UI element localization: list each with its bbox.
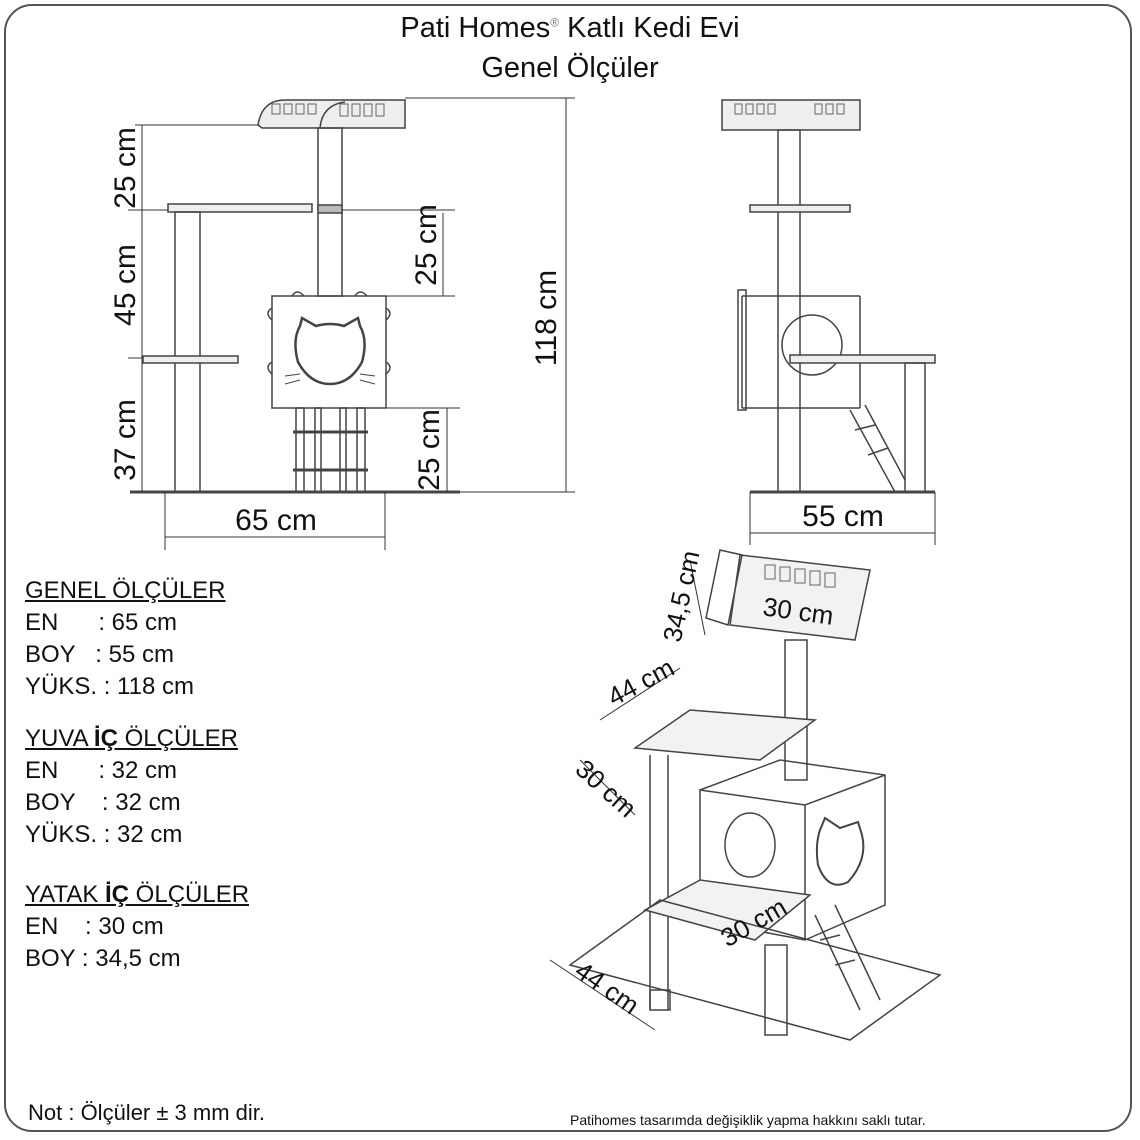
general-height: YÜKS. : 118 cm [25, 673, 194, 700]
isometric-view [549, 549, 942, 1041]
nest-width: EN : 32 cm [25, 757, 178, 784]
dim-house-top-label: 25 cm [410, 204, 443, 286]
dim-middle-label: 45 cm [109, 244, 142, 326]
general-depth: BOY : 55 cm [25, 641, 174, 668]
bed-width: EN : 30 cm [25, 913, 164, 940]
general-width: EN : 65 cm [25, 609, 178, 636]
bed-heading: YATAK İÇ ÖLÇÜLER [25, 879, 249, 911]
nest-heading: YUVA İÇ ÖLÇÜLER [25, 723, 249, 755]
registered-mark: ® [550, 15, 560, 30]
disclaimer: Patihomes tasarımda değişiklik yapma hak… [570, 1112, 926, 1128]
diagram-frame [4, 4, 1132, 1132]
dim-top-label: 25 cm [109, 127, 142, 209]
nest-heading-post: ÖLÇÜLER [117, 725, 238, 752]
tolerance-note: Not : Ölçüler ± 3 mm dir. [28, 1100, 266, 1125]
dim-house-bottom-label: 25 cm [413, 409, 446, 491]
nest-depth: BOY : 32 cm [25, 789, 181, 816]
side-width-label: 55 cm [802, 500, 884, 533]
iso-bed-depth-label: 34,5 cm [657, 548, 706, 645]
bed-depth: BOY : 34,5 cm [25, 945, 181, 972]
title-line-2: Genel Ölçüler [481, 52, 659, 84]
bed-heading-pre: YATAK [25, 881, 106, 908]
specs-panel: GENEL ÖLÇÜLER EN : 65 cm BOY : 55 cm YÜK… [25, 575, 249, 975]
product-name: Katlı Kedi Evi [567, 12, 740, 44]
general-heading: GENEL ÖLÇÜLER [25, 577, 226, 604]
dim-bottom-label: 37 cm [109, 399, 142, 481]
title-line-1: Pati Homes® Katlı Kedi Evi [0, 12, 1140, 45]
nest-heading-bold: İÇ [93, 725, 118, 752]
nest-heading-pre: YUVA [25, 725, 94, 752]
nest-height: YÜKS. : 32 cm [25, 821, 183, 848]
dim-width-label: 65 cm [235, 504, 317, 537]
front-view [128, 97, 575, 550]
iso-top-shelf-width-label: 30 cm [570, 753, 643, 823]
side-view [721, 99, 936, 545]
bed-heading-bold: İÇ [105, 881, 130, 908]
bed-heading-post: ÖLÇÜLER [129, 881, 250, 908]
iso-top-shelf-length-label: 44 cm [602, 652, 679, 712]
iso-bottom-shelf-length-label: 44 cm [570, 955, 645, 1020]
brand-name: Pati Homes [400, 12, 551, 44]
dim-height-label: 118 cm [530, 270, 563, 366]
